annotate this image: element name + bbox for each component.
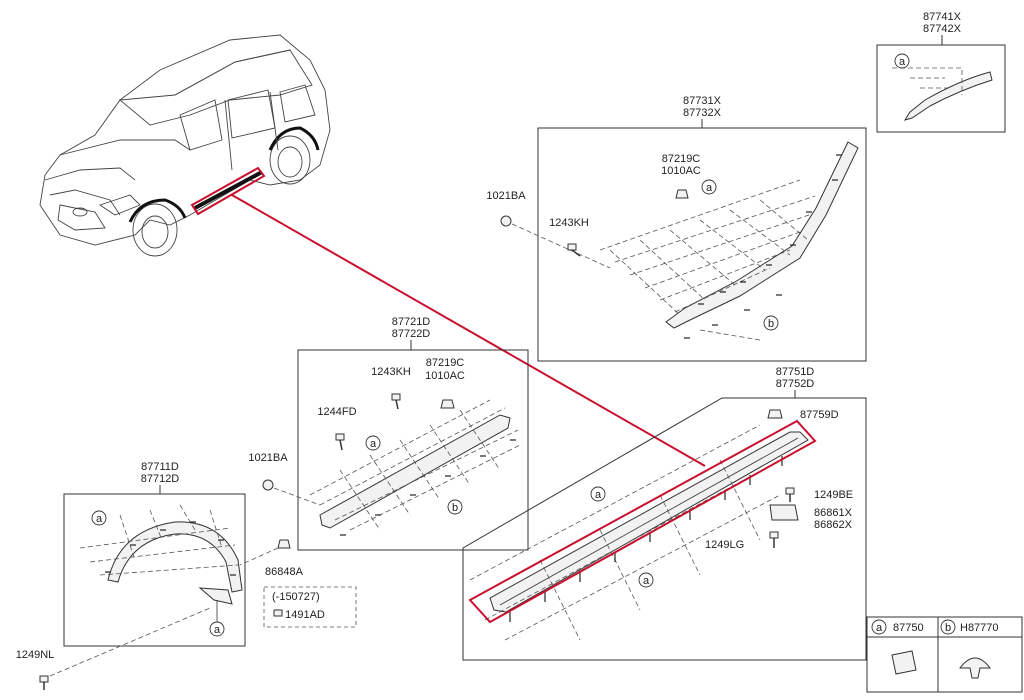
part-label: 1010AC [661, 165, 701, 177]
callout-letter: b [768, 318, 774, 330]
part-label: 1243KH [549, 217, 589, 229]
part-label: 86861X [814, 507, 853, 519]
part-label: 87732X [683, 107, 722, 119]
part-label: 87752D [776, 378, 815, 390]
rear-nut-fastener: 1021BA [486, 190, 611, 269]
part-label: 87711D [141, 461, 179, 473]
part-label: 1021BA [486, 190, 526, 202]
part-label: 87722D [392, 328, 431, 340]
part-label: 87742X [923, 23, 962, 35]
dated-fastener-box: (-150727) 1491AD [263, 586, 357, 628]
legend-part-b: H87770 [960, 622, 999, 634]
callout-letter: a [706, 182, 713, 194]
part-label: 87712D [141, 473, 180, 485]
group-side-sill-molding: 87751D 87752D 87759D 1249BE 868 [462, 366, 867, 661]
door-nut-fastener: 1021BA [248, 452, 321, 506]
callout-letter: a [370, 438, 377, 450]
group-front-arch-molding: 87711D 87712D a a [63, 461, 246, 647]
part-label: 87721D [392, 316, 431, 328]
arch-clip-fastener: 86848A [239, 539, 304, 578]
part-label: 86862X [814, 519, 853, 531]
part-label: 1249BE [814, 489, 853, 501]
group-side-front-molding: 87741X 87742X a [876, 11, 1006, 133]
sill-highlight-frame [468, 419, 817, 624]
part-label: 1491AD [285, 609, 325, 621]
group-door-molding: 87721D 87722D 1243KH 87219C 1010AC 1244F… [297, 316, 529, 551]
legend-part-a: 87750 [893, 622, 924, 634]
part-label: 87219C [662, 153, 701, 165]
part-label: 1010AC [425, 370, 465, 382]
part-label: 1021BA [248, 452, 288, 464]
part-label: 87741X [923, 11, 962, 23]
part-label: 1244FD [317, 406, 356, 418]
part-label: 86848A [265, 566, 304, 578]
part-label: 87751D [776, 366, 815, 378]
highlight-leader-line [231, 194, 706, 467]
callout-letter: a [96, 513, 103, 525]
callout-letter: a [214, 624, 221, 636]
callout-letter: a [643, 575, 650, 587]
legend-letter-a: a [876, 622, 883, 634]
part-label: 1249NL [16, 649, 55, 661]
callout-letter: a [899, 56, 906, 68]
group-rear-arch-molding: 87731X 87732X 87219C 1010AC a [537, 95, 867, 362]
push-clip-icon [958, 657, 992, 679]
part-label: 87219C [426, 357, 465, 369]
arch-screw-fastener: 1249NL [16, 607, 211, 690]
part-label: 87731X [683, 95, 722, 107]
callout-letter: a [595, 489, 602, 501]
part-label: 87759D [800, 409, 839, 421]
part-label: 1249LG [705, 539, 744, 551]
adhesive-tape-icon [891, 650, 917, 675]
part-label: 1243KH [371, 366, 411, 378]
legend-table: a 87750 b H87770 [866, 616, 1023, 693]
part-date: (-150727) [272, 591, 320, 603]
vehicle-illustration [39, 34, 331, 257]
callout-letter: b [452, 502, 458, 514]
legend-letter-b: b [945, 622, 951, 634]
